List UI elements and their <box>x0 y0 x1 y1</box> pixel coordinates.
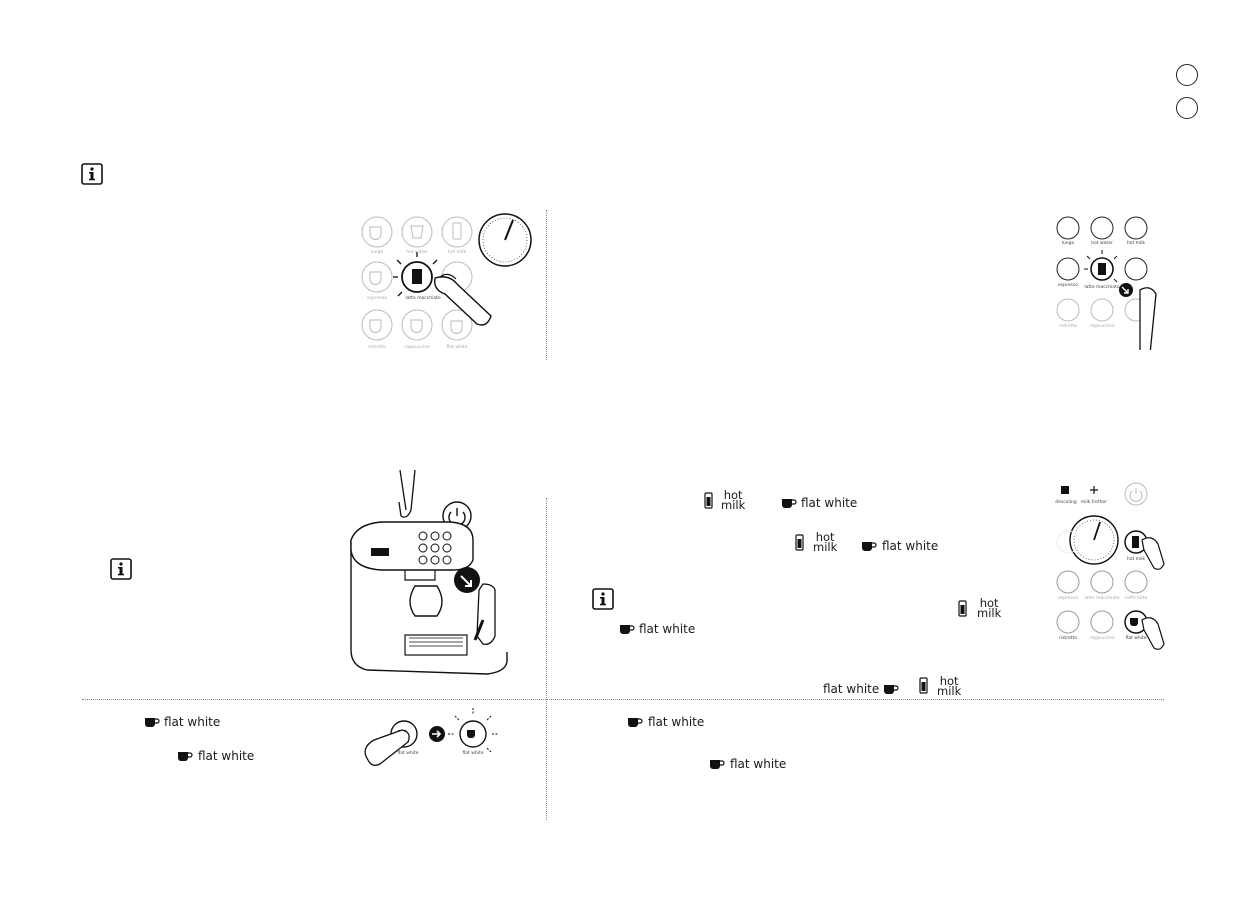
hot-milk-label: hot milk <box>721 488 746 512</box>
p1-lbl-2: hot milk <box>448 249 467 255</box>
separator-top <box>546 210 547 360</box>
cup-icon <box>628 718 643 727</box>
fw-btn-label-1: flat white <box>397 750 418 756</box>
p3-lbl-7: cappuccino <box>1089 635 1115 641</box>
info-icon <box>592 588 614 610</box>
flat-white-label: flat white <box>639 622 696 636</box>
cup-icon <box>620 625 635 634</box>
flat-white-label: flat white <box>730 757 787 771</box>
p1-lbl-6: ristretto <box>368 344 386 350</box>
milk-jug-icon <box>958 600 967 617</box>
flat-white-label: flat white <box>198 749 255 763</box>
p3-lbl-4: latte macchiato <box>1084 595 1119 601</box>
button-panel-illustration-3: descaling milk frother hot milk espresso… <box>1055 482 1165 650</box>
button-panel-illustration-1: lungo hot water hot milk espresso latte … <box>361 213 532 350</box>
flat-white-label: flat white <box>823 682 880 696</box>
milk-jug-icon <box>919 677 928 694</box>
p3-lbl-1: milk frother <box>1081 499 1107 505</box>
hot-milk-label: hot milk <box>977 596 1002 620</box>
milk-jug-icon <box>795 534 804 551</box>
p2-lbl-6: ristretto <box>1059 323 1077 329</box>
hot-milk-label: hot milk <box>937 674 962 698</box>
cup-icon <box>710 760 725 769</box>
separator-horizontal <box>82 699 1164 700</box>
separator-bottom <box>546 498 547 820</box>
p3-lbl-8: flat white <box>1125 635 1146 641</box>
p2-lbl-7: cappuccino <box>1089 323 1115 329</box>
p2-lbl-0: lungo <box>1062 240 1075 246</box>
p2-lbl-2: hot milk <box>1127 240 1146 246</box>
p2-lbl-1: hot water <box>1091 240 1113 246</box>
p3-lbl-0: descaling <box>1055 499 1077 505</box>
language-marker-2 <box>1176 97 1198 119</box>
button-panel-illustration-2: lungo hot water hot milk espresso latte … <box>1056 216 1157 350</box>
flat-white-press-illustration: flat white flat white <box>364 708 498 766</box>
cup-icon <box>145 718 160 727</box>
flat-white-label: flat white <box>164 715 221 729</box>
hot-milk-label: hot milk <box>813 530 838 554</box>
cup-icon <box>782 499 797 508</box>
p3-lbl-5: caffè latte <box>1125 594 1148 601</box>
p3-lbl-6: ristretto <box>1059 635 1077 641</box>
p1-lbl-4: latte macchiato <box>405 295 440 301</box>
p2-lbl-4: latte macchiato <box>1084 284 1119 290</box>
p3-lbl-2: hot milk <box>1127 556 1146 562</box>
p1-lbl-0: lungo <box>371 249 384 255</box>
cup-icon <box>884 685 899 694</box>
milk-jug-icon <box>704 492 713 509</box>
p3-lbl-3: espresso <box>1058 595 1078 601</box>
info-icon <box>81 163 103 185</box>
p1-lbl-1: hot water <box>406 249 428 255</box>
flat-white-label: flat white <box>801 496 858 510</box>
flat-white-label: flat white <box>882 539 939 553</box>
language-marker-1 <box>1176 64 1198 86</box>
cup-icon <box>178 752 193 761</box>
p1-lbl-8: flat white <box>446 344 467 350</box>
p2-lbl-3: espresso <box>1058 282 1078 288</box>
info-icon <box>110 558 132 580</box>
p1-lbl-7: cappuccino <box>404 344 430 350</box>
p1-lbl-3: espresso <box>367 295 387 301</box>
fw-btn-label-2: flat white <box>462 750 483 756</box>
flat-white-label: flat white <box>648 715 705 729</box>
cup-icon <box>862 542 877 551</box>
machine-illustration <box>350 470 508 675</box>
